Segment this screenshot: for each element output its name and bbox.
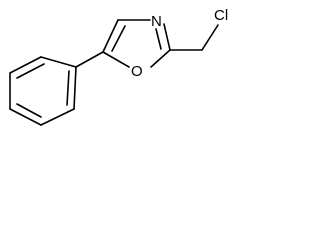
structure-diagram: N O Cl [9, 7, 228, 126]
bond-n3-c2 [163, 23, 171, 51]
atom-chlorine: Cl [214, 7, 228, 24]
oxazole-ring [102, 19, 171, 68]
phenyl-bond-6 [73, 66, 77, 110]
phenyl-double-1 [16, 63, 45, 79]
chloromethyl-group [169, 24, 219, 51]
phenyl-double-2 [16, 103, 42, 118]
bond-n3-c2-inner [155, 28, 162, 50]
phenyl-bond-5 [40, 108, 75, 126]
bond-c4-c5 [102, 19, 119, 53]
atom-oxygen: O [131, 63, 143, 80]
bond-ch2-cl [201, 24, 219, 51]
phenyl-bond-4 [9, 108, 42, 126]
bond-c2-o1 [150, 49, 171, 68]
phenyl-double-3 [66, 70, 70, 106]
bond-o1-c5 [102, 51, 130, 68]
bond-c5-phenyl [75, 51, 104, 68]
bond-c4-c5-inner [111, 25, 126, 52]
phenyl-ring [9, 51, 104, 126]
phenyl-bond-2 [9, 56, 42, 74]
atom-nitrogen: N [151, 13, 162, 30]
phenyl-bond-1 [40, 56, 77, 68]
